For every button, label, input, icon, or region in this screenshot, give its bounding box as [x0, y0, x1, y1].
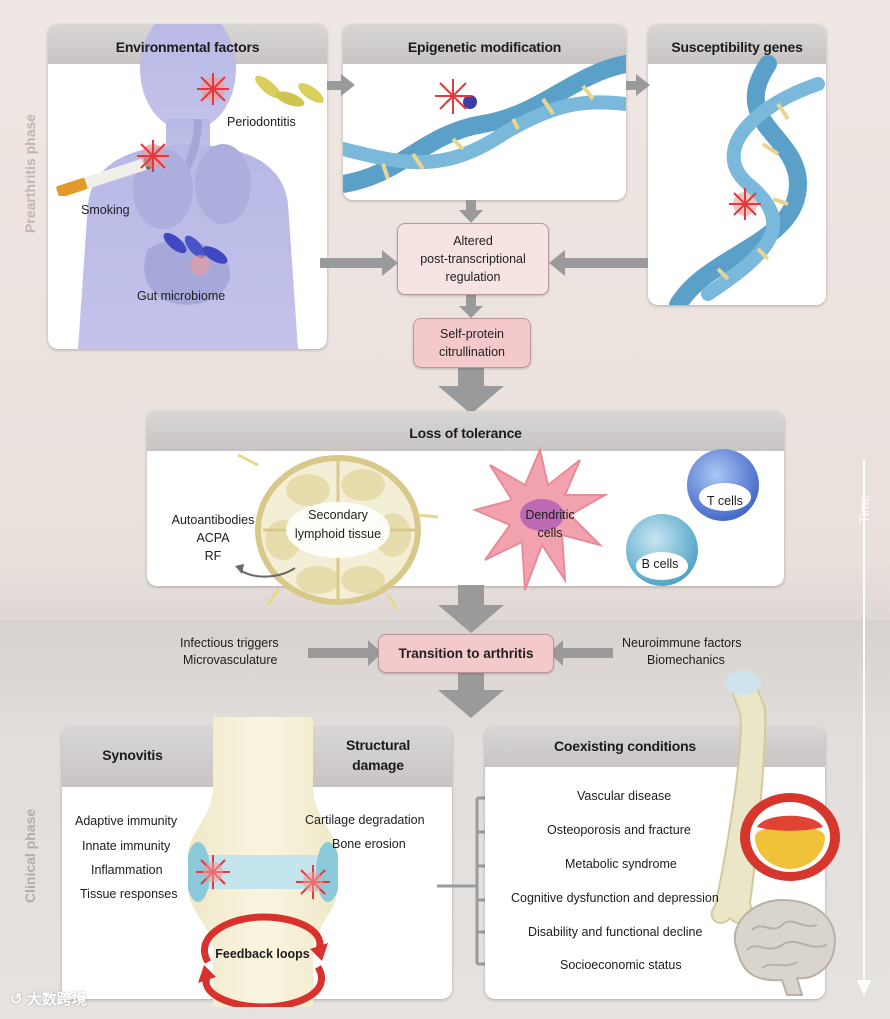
joint-icon: [188, 717, 338, 1007]
dendritic-line1: Dendritic: [525, 508, 575, 522]
transition-to-arthritis-box: Transition to arthritis: [378, 634, 554, 673]
citrullination-line2: citrullination: [438, 345, 505, 359]
lung-burst-icon: [137, 140, 169, 172]
antibody-arrow: [235, 564, 296, 578]
microvasculature-label: Microvasculature: [183, 653, 278, 667]
structural-item-2: Bone erosion: [332, 837, 406, 851]
coexisting-item-1: Vascular disease: [577, 789, 672, 803]
rf-label: RF: [204, 549, 222, 563]
epigenetic-modification-title: Epigenetic modification: [407, 39, 562, 55]
b-cell-icon: [626, 514, 698, 586]
epigenetic-modification-panel: Epigenetic modification: [343, 24, 626, 200]
synovitis-item-2: Innate immunity: [82, 839, 171, 853]
periodontitis-label: Periodontitis: [227, 115, 296, 129]
time-label: Time: [856, 495, 872, 524]
altered-regulation-box: Altered post-transcriptional regulation: [397, 223, 549, 295]
environmental-factors-panel: Environmental factors Periodontitis Smok…: [48, 24, 327, 349]
coexisting-conditions-title: Coexisting conditions: [553, 738, 697, 754]
time-axis: [857, 460, 871, 996]
smoking-label: Smoking: [81, 203, 130, 217]
susceptibility-genes-title: Susceptibility genes: [671, 39, 803, 55]
transition-label: Transition to arthritis: [398, 645, 534, 661]
structural-item-1: Cartilage degradation: [305, 813, 425, 827]
watermark-text: 大数跨境: [26, 991, 87, 1008]
vascular-icon: [740, 793, 840, 881]
neuroimmune-label: Neuroimmune factors: [622, 636, 742, 650]
acpa-label: ACPA: [196, 531, 230, 545]
t-cell-icon: [687, 449, 759, 521]
synovitis-item-1: Adaptive immunity: [75, 814, 178, 828]
watermark-logo: ↺ 大数跨境: [10, 988, 87, 1009]
altered-line1: Altered: [453, 234, 493, 248]
watermark-icon: ↺: [10, 991, 23, 1008]
clinical-phase-label: Clinical phase: [22, 808, 38, 903]
flow-arrows-top: [320, 74, 650, 414]
inflammation-burst-icon: [197, 73, 229, 105]
synovitis-title: Synovitis: [102, 747, 163, 763]
dna-helix-icon: [343, 55, 626, 193]
loss-of-tolerance-title: Loss of tolerance: [409, 425, 522, 441]
structural-damage-title-1: Structural: [345, 737, 411, 753]
biomechanics-label: Biomechanics: [647, 653, 725, 667]
citrullination-line1: Self-protein: [440, 327, 504, 341]
synovitis-item-3: Inflammation: [91, 863, 163, 877]
lymph-node-icon: [238, 453, 438, 610]
coexisting-item-2: Osteoporosis and fracture: [547, 823, 691, 837]
coexisting-item-3: Metabolic syndrome: [565, 857, 677, 871]
environmental-factors-title: Environmental factors: [115, 39, 260, 55]
coexisting-item-6: Socioeconomic status: [560, 958, 682, 972]
gut-microbiome-label: Gut microbiome: [137, 289, 226, 303]
coexisting-item-4: Cognitive dysfunction and depression: [511, 891, 719, 905]
dendritic-cell-icon: [471, 446, 609, 591]
periodontitis-bacteria-icon: [255, 75, 324, 107]
flow-arrows-middle: [308, 585, 613, 718]
t-cells-label: T cells: [707, 494, 743, 508]
altered-line2: post-transcriptional: [420, 252, 526, 266]
citrullination-box: Self-protein citrullination: [413, 318, 531, 368]
coexisting-item-5: Disability and functional decline: [528, 925, 703, 939]
gut-bacteria-icon: [163, 232, 228, 275]
infectious-triggers-label: Infectious triggers: [180, 636, 279, 650]
susceptibility-genes-panel: Susceptibility genes: [648, 24, 826, 305]
lymphoid-line1: Secondary: [308, 508, 368, 522]
b-cells-label: B cells: [641, 557, 679, 571]
lymphoid-line2: lymphoid tissue: [294, 527, 382, 541]
altered-line3: regulation: [445, 270, 501, 284]
body-silhouette: [78, 24, 298, 349]
dendritic-line2: cells: [537, 526, 563, 540]
dna-double-helix-icon: [669, 55, 825, 305]
autoantibodies-label: Autoantibodies: [171, 513, 255, 527]
synovitis-item-4: Tissue responses: [80, 887, 178, 901]
brain-icon: [733, 898, 836, 996]
structural-damage-title-2: damage: [352, 757, 404, 773]
feedback-loops-label: Feedback loops: [215, 947, 310, 961]
